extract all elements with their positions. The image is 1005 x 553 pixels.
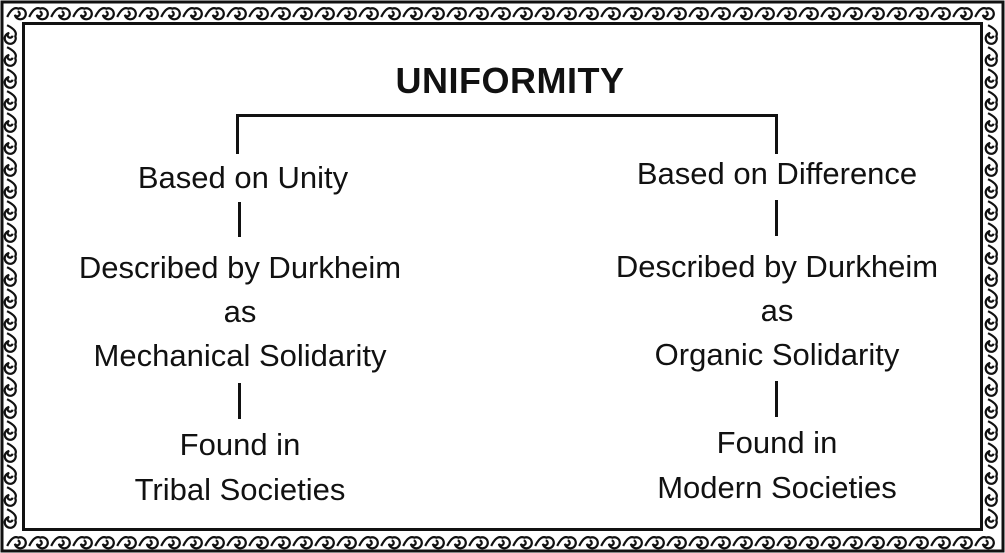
left-found-line1: Found in — [179, 427, 301, 462]
diagram-title: UNIFORMITY — [395, 60, 625, 101]
right-described-line2: as — [760, 293, 794, 328]
right-described-line3: Organic Solidarity — [654, 337, 900, 372]
right-basis-node: Based on Difference — [636, 156, 918, 191]
right-described-line1: Described by Durkheim — [615, 249, 939, 284]
left-found-line2: Tribal Societies — [134, 472, 346, 507]
left-basis-node: Based on Unity — [137, 160, 349, 195]
right-connector-2 — [775, 381, 778, 417]
top-connector — [236, 114, 778, 117]
diagram-panel — [22, 22, 983, 531]
left-branch-line — [236, 114, 239, 154]
left-described-line1: Described by Durkheim — [78, 250, 402, 285]
right-connector-1 — [775, 200, 778, 236]
right-branch-line — [775, 114, 778, 154]
right-found-line1: Found in — [716, 425, 838, 460]
left-connector-1 — [238, 202, 241, 237]
left-connector-2 — [238, 383, 241, 419]
right-found-line2: Modern Societies — [657, 470, 897, 505]
left-described-line2: as — [223, 294, 257, 329]
left-described-line3: Mechanical Solidarity — [93, 338, 387, 373]
